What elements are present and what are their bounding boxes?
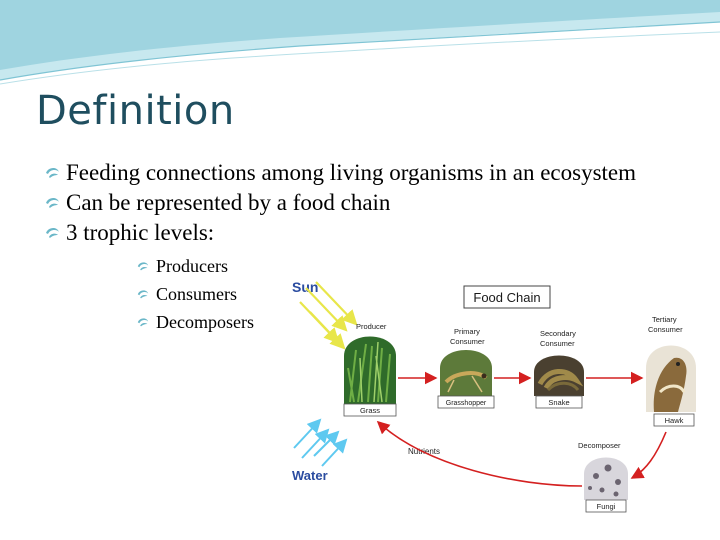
sun-rays (299, 281, 358, 350)
grass-image (344, 336, 396, 404)
bullet-item: 3 trophic levels: (44, 218, 684, 248)
nutrient-cycle-arrows (376, 420, 667, 487)
bullet-item: Can be represented by a food chain (44, 188, 684, 218)
sub-bullet-text: Consumers (156, 284, 237, 304)
primary-consumer-label-2: Consumer (450, 337, 485, 346)
sun-label: Sun (292, 279, 318, 295)
water-label: Water (292, 468, 328, 483)
bullet-marker-icon (44, 225, 61, 240)
bullet-marker-icon (136, 316, 150, 328)
sub-bullet-text: Producers (156, 256, 228, 276)
bullet-marker-icon (44, 165, 61, 180)
grass-label: Grass (360, 406, 380, 415)
sub-bullet-item: Consumers (136, 280, 684, 308)
grasshopper-image (440, 350, 492, 396)
tertiary-consumer-label-2: Consumer (648, 325, 683, 334)
producer-label: Producer (356, 322, 387, 331)
header-wave-banner (0, 0, 720, 85)
sub-bullet-list: Producers Consumers Decomposers (44, 252, 684, 336)
bullet-item: Feeding connections among living organis… (44, 158, 684, 188)
secondary-consumer-label-1: Secondary (540, 329, 576, 338)
fungi-label: Fungi (597, 502, 616, 511)
bullet-text: Feeding connections among living organis… (66, 160, 637, 185)
bullet-marker-icon (136, 260, 150, 272)
secondary-consumer-label-2: Consumer (540, 339, 575, 348)
water-arrows (293, 418, 348, 467)
hawk-image (646, 345, 696, 412)
sub-bullet-item: Decomposers (136, 308, 684, 336)
food-chain-heading-box (463, 285, 551, 309)
hawk-label: Hawk (665, 416, 684, 425)
slide-title: Definition (36, 88, 235, 134)
sub-bullet-item: Producers (136, 252, 684, 280)
food-chain-heading: Food Chain (473, 290, 540, 305)
fungi-image (584, 457, 628, 500)
bullet-text: 3 trophic levels: (66, 220, 215, 245)
decomposer-label: Decomposer (578, 441, 621, 450)
bullet-text: Can be represented by a food chain (66, 190, 391, 215)
sub-bullet-text: Decomposers (156, 312, 254, 332)
tertiary-consumer-label-1: Tertiary (652, 315, 677, 324)
grasshopper-label: Grasshopper (446, 400, 487, 407)
primary-consumer-label-1: Primary (454, 327, 480, 336)
snake-image (534, 355, 584, 396)
snake-label: Snake (548, 398, 569, 407)
bullet-marker-icon (44, 195, 61, 210)
food-chain-diagram: Sun Food Chain Producer Primary Consumer… (286, 272, 698, 524)
bullet-marker-icon (136, 288, 150, 300)
bullet-list: Feeding connections among living organis… (44, 158, 684, 336)
